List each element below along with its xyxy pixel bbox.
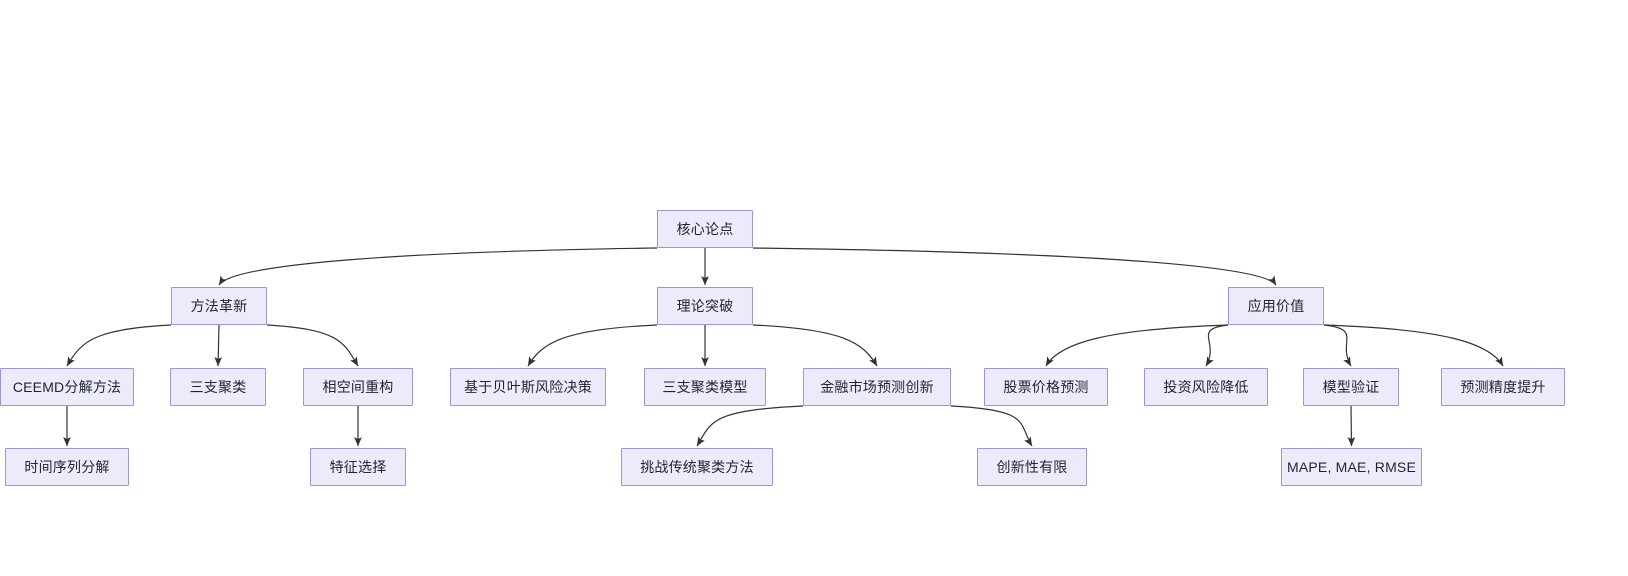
node-c8[interactable]: 投资风险降低 (1144, 368, 1268, 406)
node-label: 方法革新 (190, 298, 248, 314)
edge-b3-to-c9 (1323, 324, 1352, 367)
node-c5[interactable]: 三支聚类模型 (644, 368, 766, 406)
node-label: 三支聚类模型 (662, 379, 748, 395)
node-label: 理论突破 (676, 298, 734, 314)
edge-b2-to-c4 (527, 324, 658, 367)
node-label: 应用价值 (1247, 298, 1305, 314)
edge-c6-to-d4 (950, 405, 1033, 447)
node-c6[interactable]: 金融市场预测创新 (803, 368, 951, 406)
node-d4[interactable]: 创新性有限 (977, 448, 1087, 486)
node-label: 挑战传统聚类方法 (640, 459, 754, 475)
edge-root-to-b1 (218, 247, 658, 286)
edge-b1-to-c2 (214, 324, 223, 367)
node-d5[interactable]: MAPE, MAE, RMSE (1281, 448, 1422, 486)
node-b2[interactable]: 理论突破 (657, 287, 753, 325)
node-c3[interactable]: 相空间重构 (303, 368, 413, 406)
node-b1[interactable]: 方法革新 (171, 287, 267, 325)
edge-b3-to-c7 (1045, 324, 1229, 367)
node-d2[interactable]: 特征选择 (310, 448, 406, 486)
edge-b2-to-c6 (752, 324, 878, 367)
node-label: 创新性有限 (996, 459, 1068, 475)
edge-b1-to-c1 (66, 324, 172, 367)
node-c1[interactable]: CEEMD分解方法 (0, 368, 134, 406)
node-c10[interactable]: 预测精度提升 (1441, 368, 1565, 406)
node-c2[interactable]: 三支聚类 (170, 368, 266, 406)
node-label: 时间序列分解 (24, 459, 110, 475)
node-label: 三支聚类 (189, 379, 247, 395)
node-label: 模型验证 (1322, 379, 1380, 395)
node-label: 特征选择 (329, 459, 387, 475)
edge-b3-to-c8 (1205, 324, 1229, 367)
node-label: 股票价格预测 (1003, 379, 1089, 395)
node-c7[interactable]: 股票价格预测 (984, 368, 1108, 406)
node-label: CEEMD分解方法 (12, 379, 122, 395)
edges (63, 247, 1504, 447)
node-label: 相空间重构 (322, 379, 394, 395)
edge-c6-to-d3 (696, 405, 804, 447)
node-d3[interactable]: 挑战传统聚类方法 (621, 448, 773, 486)
edge-b1-to-c3 (266, 324, 359, 367)
node-label: 预测精度提升 (1460, 379, 1546, 395)
node-label: 投资风险降低 (1163, 379, 1249, 395)
edge-root-to-b3 (752, 247, 1277, 286)
node-root[interactable]: 核心论点 (657, 210, 753, 248)
node-b3[interactable]: 应用价值 (1228, 287, 1324, 325)
node-c4[interactable]: 基于贝叶斯风险决策 (450, 368, 606, 406)
node-c9[interactable]: 模型验证 (1303, 368, 1399, 406)
edge-b3-to-c10 (1323, 324, 1504, 367)
edge-c9-to-d5 (1347, 405, 1356, 447)
node-d1[interactable]: 时间序列分解 (5, 448, 129, 486)
node-label: 金融市场预测创新 (820, 379, 934, 395)
node-label: MAPE, MAE, RMSE (1286, 459, 1417, 475)
node-label: 基于贝叶斯风险决策 (464, 379, 592, 395)
node-label: 核心论点 (676, 221, 734, 237)
